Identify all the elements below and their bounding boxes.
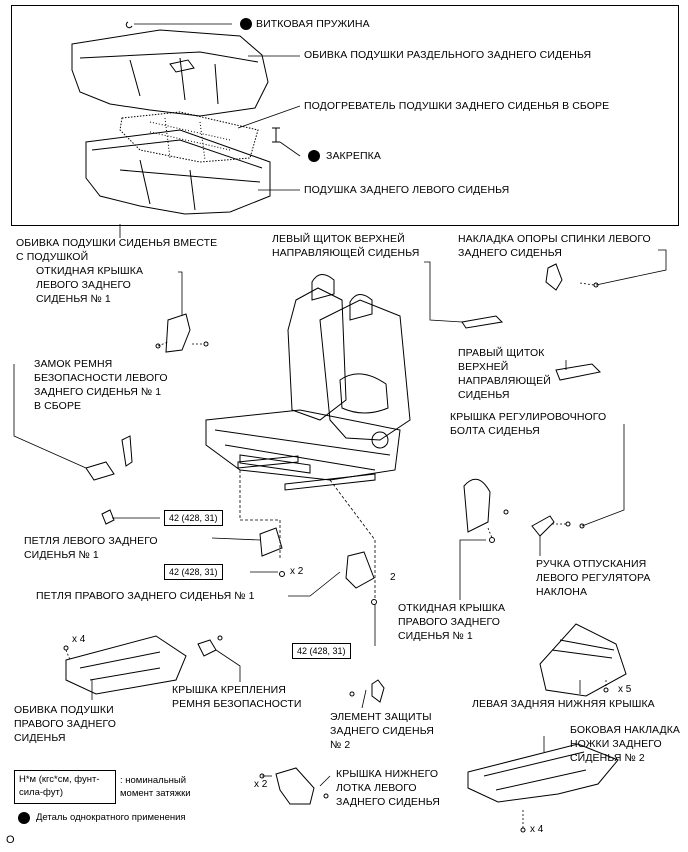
torque-spec: 42 (428, 31) — [292, 643, 351, 659]
label-left-hinge-cover: ОТКИДНАЯ КРЫШКА ЛЕВОГО ЗАДНЕГО СИДЕНЬЯ №… — [36, 265, 144, 305]
label-spiral-spring: ВИТКОВАЯ ПРУЖИНА — [256, 18, 370, 30]
label-recliner-release-handle: РУЧКА ОТПУСКАНИЯ ЛЕВОГО РЕГУЛЯТОРА НАКЛО… — [536, 558, 651, 598]
label-left-upper-rail-shield: ЛЕВЫЙ ЩИТОК ВЕРХНЕЙ НАПРАВЛЯЮЩЕЙ СИДЕНЬЯ — [272, 233, 420, 259]
label-split-cushion-cover: ОБИВКА ПОДУШКИ РАЗДЕЛЬНОГО ЗАДНЕГО СИДЕН… — [304, 49, 592, 61]
heater-shape — [119, 111, 259, 163]
label-protector-no2: ЭЛЕМЕНТ ЗАЩИТЫ ЗАДНЕГО СИДЕНЬЯ № 2 — [330, 711, 434, 751]
corner-mark: O — [6, 834, 15, 846]
legend-non-reusable-text: Деталь однократного применения — [36, 812, 186, 823]
label-left-cushion: ПОДУШКА ЗАДНЕГО ЛЕВОГО СИДЕНЬЯ — [304, 184, 510, 196]
split-cushion-cover-shape — [71, 29, 269, 117]
label-cushion-heater: ПОДОГРЕВАТЕЛЬ ПОДУШКИ ЗАДНЕГО СИДЕНЬЯ В … — [304, 100, 610, 112]
quantity-mark: x 4 — [530, 824, 544, 835]
non-reusable-marker — [240, 18, 252, 30]
label-adjust-bolt-cover: КРЫШКА РЕГУЛИРОВОЧНОГО БОЛТА СИДЕНЬЯ — [450, 411, 607, 437]
seatback-right-shape — [319, 299, 411, 441]
quantity-mark: x 2 — [254, 779, 268, 790]
legend-torque-key: Н*м (кгс*см, фунт- сила-фут) — [14, 770, 116, 804]
label-clip: ЗАКРЕПКА — [326, 150, 381, 162]
label-right-hinge: ПЕТЛЯ ПРАВОГО ЗАДНЕГО СИДЕНЬЯ № 1 — [36, 590, 255, 602]
label-right-upper-rail-shield: ПРАВЫЙ ЩИТОК ВЕРХНЕЙ НАПРАВЛЯЮЩЕЙ СИДЕНЬ… — [458, 347, 551, 401]
non-reusable-marker — [308, 150, 320, 162]
label-left-lower-cover: ЛЕВАЯ ЗАДНЯЯ НИЖНЯЯ КРЫШКА — [472, 698, 655, 710]
torque-spec: 42 (428, 31) — [164, 510, 223, 526]
label-right-cushion-cover: ОБИВКА ПОДУШКИ ПРАВОГО ЗАДНЕГО СИДЕНЬЯ — [14, 704, 117, 744]
label-right-hinge-cover: ОТКИДНАЯ КРЫШКА ПРАВОГО ЗАДНЕГО СИДЕНЬЯ … — [398, 602, 506, 642]
label-left-hinge: ПЕТЛЯ ЛЕВОГО ЗАДНЕГО СИДЕНЬЯ № 1 — [24, 535, 158, 561]
legend-torque-desc: : номинальный момент затяжки — [120, 775, 191, 799]
quantity-mark: 2 — [390, 572, 396, 583]
exploded-view-frame — [11, 5, 679, 226]
label-leg-side-pad-no2: БОКОВАЯ НАКЛАДКА НОЖКИ ЗАДНЕГО СИДЕНЬЯ №… — [570, 724, 681, 764]
label-left-belt-buckle: ЗАМОК РЕМНЯ БЕЗОПАСНОСТИ ЛЕВОГО ЗАДНЕГО … — [34, 358, 168, 412]
label-belt-anchor-cover: КРЫШКА КРЕПЛЕНИЯ РЕМНЯ БЕЗОПАСНОСТИ — [172, 684, 302, 710]
label-left-seatback-support-pad: НАКЛАДКА ОПОРЫ СПИНКИ ЛЕВОГО ЗАДНЕГО СИД… — [458, 233, 651, 259]
label-left-lower-tray-cover: КРЫШКА НИЖНЕГО ЛОТКА ЛЕВОГО ЗАДНЕГО СИДЕ… — [336, 768, 440, 808]
label-cover-with-pad: ОБИВКА ПОДУШКИ СИДЕНЬЯ ВМЕСТЕ С ПОДУШКОЙ — [16, 237, 218, 263]
quantity-mark: x 5 — [618, 684, 632, 695]
quantity-mark: x 2 — [290, 566, 304, 577]
quantity-mark: x 4 — [72, 634, 86, 645]
left-cushion-shape — [85, 129, 271, 215]
seatback-left-shape — [287, 287, 347, 421]
legend-non-reusable-marker — [18, 812, 30, 824]
torque-spec: 42 (428, 31) — [164, 564, 223, 580]
